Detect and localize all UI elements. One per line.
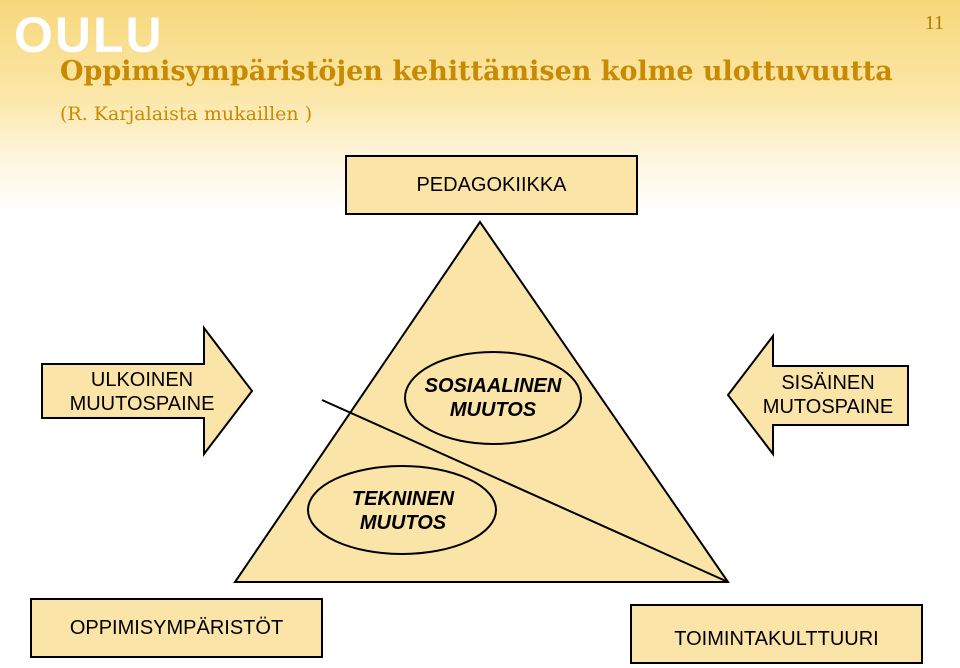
external-pressure-label: ULKOINEN MUUTOSPAINE xyxy=(42,368,242,416)
internal-pressure-line2: MUTOSPAINE xyxy=(762,396,894,418)
learning-environments-label: OPPIMISYMPÄRISTÖT xyxy=(69,616,284,639)
oulu-logo: OULU xyxy=(14,7,164,63)
technical-change-label: TEKNINEN MUUTOS xyxy=(310,487,496,535)
technical-change-line2: MUUTOS xyxy=(359,512,447,534)
title-main: Oppimisympäristöjen kehittämisen kolme u… xyxy=(60,56,893,87)
learning-environments-box: OPPIMISYMPÄRISTÖT xyxy=(30,598,323,658)
social-change-ellipse xyxy=(404,351,582,445)
social-change-label: SOSIAALINEN MUUTOS xyxy=(403,374,583,422)
pedagogy-box: PEDAGOKIIKKA xyxy=(345,155,638,215)
page-number: 11 xyxy=(924,12,944,34)
external-pressure-line2: MUUTOSPAINE xyxy=(69,393,215,415)
internal-pressure-line1: SISÄINEN xyxy=(781,372,875,394)
internal-pressure-label: SISÄINEN MUTOSPAINE xyxy=(730,371,926,419)
slide-title: Oppimisympäristöjen kehittämisen kolme u… xyxy=(60,52,920,134)
technical-change-line1: TEKNINEN xyxy=(351,488,455,510)
left-arrow-shape xyxy=(41,325,254,457)
external-pressure-line1: ULKOINEN xyxy=(90,369,194,391)
pedagogy-label: PEDAGOKIIKKA xyxy=(416,173,567,196)
pyramid-divider-line xyxy=(321,399,729,583)
technical-change-ellipse xyxy=(307,465,497,555)
title-attribution: (R. Karjalaista mukaillen ) xyxy=(60,103,313,125)
operating-culture-box: TOIMINTAKULTTUURI xyxy=(630,604,923,664)
right-arrow-shape xyxy=(726,333,909,457)
operating-culture-label: TOIMINTAKULTTUURI xyxy=(674,627,879,650)
social-change-line1: SOSIAALINEN xyxy=(424,375,562,397)
social-change-line2: MUUTOS xyxy=(449,399,537,421)
